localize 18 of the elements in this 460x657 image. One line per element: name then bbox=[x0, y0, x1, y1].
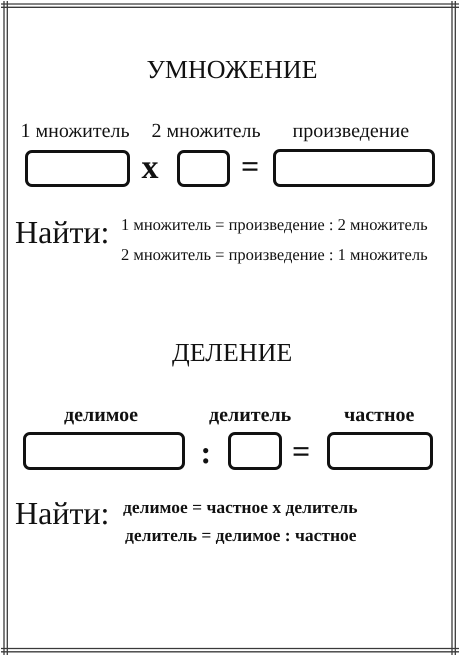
formula-text: делитель = делимое : частное bbox=[125, 527, 357, 544]
formula-text: 1 множитель = произведение : 2 множитель bbox=[121, 217, 428, 234]
operator-sign: = bbox=[241, 150, 260, 182]
term-label: 1 множитель bbox=[20, 121, 130, 141]
task-heading: Найти: bbox=[15, 216, 110, 248]
operator-sign: : bbox=[200, 436, 212, 468]
term-label: делимое bbox=[64, 405, 138, 425]
term-label: произведение bbox=[292, 121, 410, 141]
task-heading: Найти: bbox=[15, 497, 110, 529]
formula-text: 2 множитель = произведение : 1 множитель bbox=[121, 247, 428, 264]
operator-sign: x bbox=[142, 151, 158, 185]
term-label: делитель bbox=[209, 405, 292, 425]
section-heading: ДЕЛЕНИЕ bbox=[172, 340, 292, 366]
term-label: 2 множитель bbox=[152, 121, 261, 141]
section-heading: УМНОЖЕНИЕ bbox=[146, 57, 318, 83]
formula-text: делимое = частное х делитель bbox=[123, 499, 358, 516]
term-label: частное bbox=[344, 405, 414, 425]
operator-sign: = bbox=[292, 435, 310, 467]
